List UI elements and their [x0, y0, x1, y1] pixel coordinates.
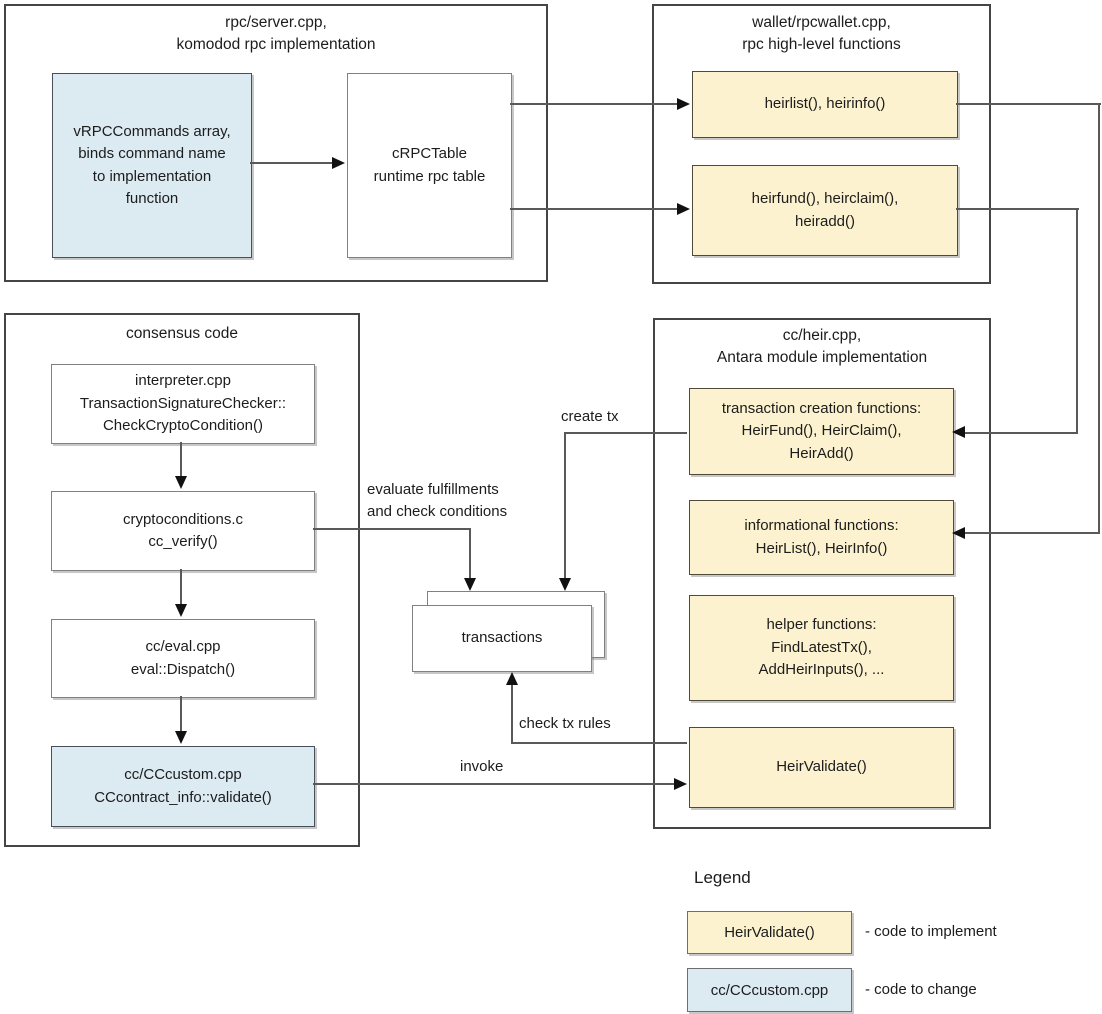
node-tx-creation-line2: HeirFund(), HeirClaim(), — [741, 422, 902, 440]
legend-label-change: - code to change — [865, 981, 977, 998]
container-heir-title-line2: Antara module implementation — [716, 349, 928, 367]
node-tx-creation: transaction creation functions: HeirFund… — [689, 388, 954, 475]
edge-check-tx-rules-seg2 — [511, 684, 513, 744]
label-create-tx: create tx — [561, 408, 619, 425]
node-vrpccommands-line4: function — [125, 190, 179, 207]
node-heirfund-rpc-line2: heiradd() — [794, 212, 856, 230]
node-heirfund-rpc-line1: heirfund(), heirclaim(), — [751, 190, 899, 207]
edge-cryptoconditions-to-cceval-arrowhead — [175, 604, 187, 617]
node-heirlist-rpc-line1: heirlist(), heirinfo() — [764, 95, 886, 113]
label-check-tx-rules: check tx rules — [519, 715, 611, 732]
container-wallet-title: wallet/rpcwallet.cpp, rpc high-level fun… — [654, 12, 989, 57]
node-crpctable-line1: cRPCTable — [391, 145, 468, 162]
edge-evaluate-seg2 — [469, 528, 471, 579]
container-rpc-server-title-line2: komodod rpc implementation — [176, 36, 376, 54]
node-vrpccommands-line2: binds command name — [78, 145, 226, 162]
node-helpers-line2: FindLatestTx(), — [771, 638, 872, 656]
node-heirlist-rpc: heirlist(), heirinfo() — [692, 71, 958, 138]
node-vrpccommands: vRPCCommands array, binds command name t… — [52, 73, 252, 258]
edge-interpreter-to-cryptoconditions-arrowhead — [175, 476, 187, 489]
edge-evaluate-arrowhead — [464, 578, 476, 591]
container-heir-title-line1: cc/heir.cpp, — [782, 327, 862, 344]
edge-heirfund-to-txcreation-seg3 — [964, 432, 1078, 434]
node-cryptoconditions: cryptoconditions.c cc_verify() — [51, 491, 315, 571]
node-informational-line1: informational functions: — [744, 517, 899, 534]
node-cc-custom-line2: CCcontract_info::validate() — [94, 788, 272, 806]
label-evaluate: evaluate fulfillments and check conditio… — [367, 479, 507, 523]
node-cc-custom-line1: cc/CCcustom.cpp — [124, 766, 242, 783]
node-heirvalidate-line1: HeirValidate() — [776, 758, 867, 776]
edge-heirlist-to-informational-seg1 — [956, 103, 1101, 105]
legend-title: Legend — [694, 868, 751, 887]
container-wallet-title-line2: rpc high-level functions — [742, 36, 901, 54]
node-cryptoconditions-line2: cc_verify() — [148, 533, 218, 550]
node-helpers-line3: AddHeirInputs(), ... — [758, 661, 885, 679]
node-cc-eval-line1: cc/eval.cpp — [145, 638, 221, 655]
label-evaluate-line1: evaluate fulfillments — [367, 481, 499, 498]
node-informational-line2: HeirList(), HeirInfo() — [755, 539, 888, 557]
node-vrpccommands-line1: vRPCCommands array, — [73, 122, 231, 140]
node-interpreter-line2: TransactionSignatureChecker:: — [79, 394, 287, 412]
container-rpc-server-title: rpc/server.cpp, komodod rpc implementati… — [6, 12, 546, 57]
node-heirvalidate: HeirValidate() — [689, 727, 954, 808]
container-consensus-title-line1: consensus code — [125, 325, 239, 342]
node-crpctable-line2: runtime rpc table — [373, 167, 486, 185]
node-helpers-line1: helper functions: — [766, 616, 877, 634]
edge-heirfund-to-txcreation-seg1 — [956, 208, 1079, 210]
edge-invoke-line — [313, 783, 675, 785]
edge-create-tx-seg1 — [564, 432, 687, 434]
legend-sample-implement: HeirValidate() — [687, 911, 852, 954]
label-evaluate-line2: and check conditions — [367, 502, 508, 520]
edge-cceval-to-cccustom-line — [180, 696, 182, 732]
node-cryptoconditions-line1: cryptoconditions.c — [122, 510, 244, 528]
node-interpreter: interpreter.cpp TransactionSignatureChec… — [51, 364, 315, 444]
container-rpc-server-title-line1: rpc/server.cpp, — [225, 14, 327, 31]
container-wallet-title-line1: wallet/rpcwallet.cpp, — [752, 14, 891, 31]
edge-crpctable-to-heirfund-arrowhead — [677, 203, 690, 215]
edge-vrpc-to-crpctable-arrowhead — [332, 157, 345, 169]
node-crpctable: cRPCTable runtime rpc table — [347, 73, 512, 258]
legend-label-implement: - code to implement — [865, 923, 997, 940]
edge-check-tx-rules-seg1 — [511, 742, 687, 744]
node-informational: informational functions: HeirList(), Hei… — [689, 500, 954, 575]
edge-crpctable-to-heirfund-line — [510, 208, 678, 210]
edge-cceval-to-cccustom-arrowhead — [175, 731, 187, 744]
label-invoke: invoke — [460, 758, 504, 775]
edge-heirlist-to-informational-seg2 — [1098, 103, 1100, 534]
edge-interpreter-to-cryptoconditions-line — [180, 442, 182, 478]
node-interpreter-line1: interpreter.cpp — [135, 372, 231, 390]
edge-crpctable-to-heirlist-arrowhead — [677, 98, 690, 110]
container-rpc-server: rpc/server.cpp, komodod rpc implementati… — [4, 4, 548, 282]
legend-sample-change: cc/CCcustom.cpp — [687, 968, 852, 1012]
edge-vrpc-to-crpctable-line — [250, 162, 332, 164]
edge-heirlist-to-informational-arrowhead — [952, 527, 965, 539]
edge-create-tx-seg2 — [564, 432, 566, 579]
edge-check-tx-rules-arrowhead — [506, 672, 518, 685]
node-transactions-line1: transactions — [461, 629, 543, 647]
edge-heirlist-to-informational-seg3 — [964, 532, 1100, 534]
container-heir-title: cc/heir.cpp, Antara module implementatio… — [655, 325, 989, 370]
edge-heirfund-to-txcreation-arrowhead — [952, 426, 965, 438]
container-consensus: consensus code interpreter.cpp Transacti… — [4, 313, 360, 847]
edge-evaluate-seg1 — [313, 528, 471, 530]
node-helpers: helper functions: FindLatestTx(), AddHei… — [689, 595, 954, 701]
edge-crpctable-to-heirlist-line — [510, 103, 678, 105]
container-wallet: wallet/rpcwallet.cpp, rpc high-level fun… — [652, 4, 991, 284]
container-heir: cc/heir.cpp, Antara module implementatio… — [653, 318, 991, 829]
edge-create-tx-arrowhead — [559, 578, 571, 591]
edge-heirfund-to-txcreation-seg2 — [1076, 208, 1078, 434]
node-transactions: transactions — [412, 605, 592, 672]
edge-invoke-arrowhead — [674, 778, 687, 790]
node-cc-eval: cc/eval.cpp eval::Dispatch() — [51, 619, 315, 698]
node-tx-creation-line3: HeirAdd() — [789, 444, 854, 462]
node-interpreter-line3: CheckCryptoCondition() — [102, 417, 264, 435]
edge-cryptoconditions-to-cceval-line — [180, 569, 182, 605]
node-cc-eval-line2: eval::Dispatch() — [130, 660, 236, 678]
container-consensus-title: consensus code — [6, 323, 358, 345]
node-heirfund-rpc: heirfund(), heirclaim(), heiradd() — [692, 165, 958, 256]
node-tx-creation-line1: transaction creation functions: — [721, 399, 922, 417]
node-vrpccommands-line3: to implementation — [92, 167, 212, 185]
node-cc-custom: cc/CCcustom.cpp CCcontract_info::validat… — [51, 746, 315, 827]
